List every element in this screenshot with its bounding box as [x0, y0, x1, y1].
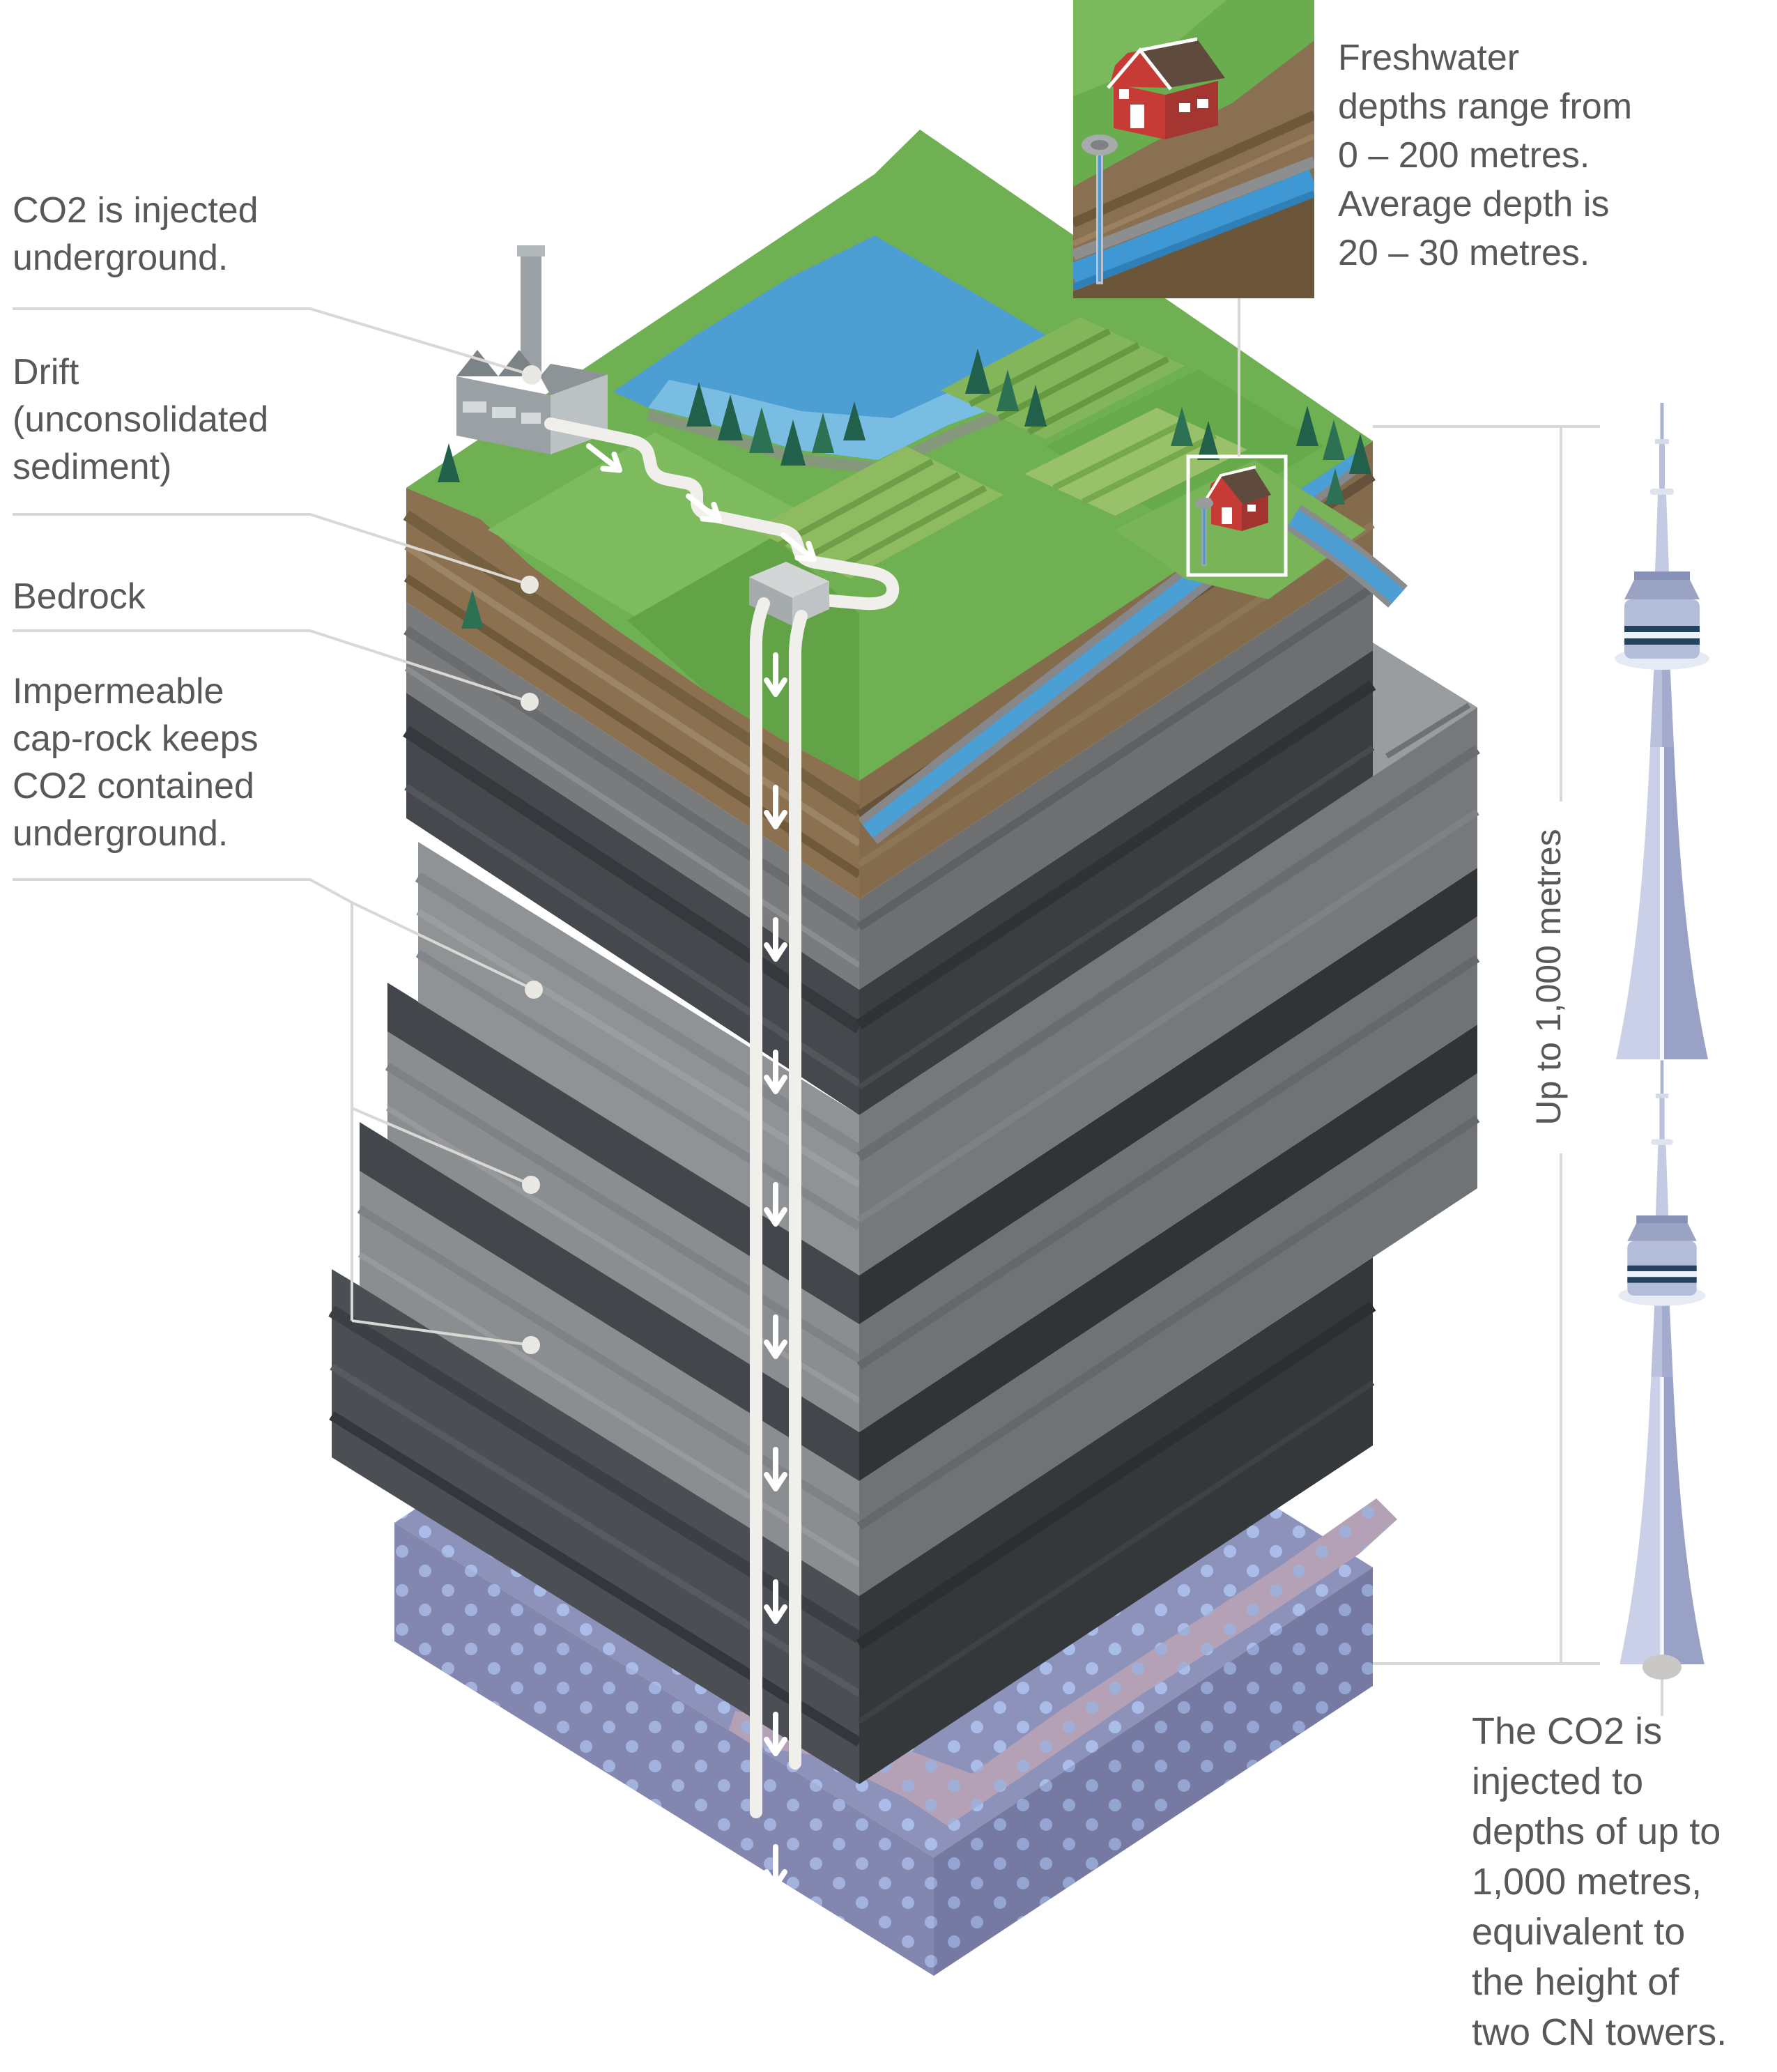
river: [1285, 505, 1408, 608]
label-line: Impermeable: [13, 671, 224, 712]
label-line: 1,000 metres,: [1472, 1861, 1702, 1903]
pipeline: [544, 417, 900, 621]
co2-flow-arrows: [764, 652, 787, 1889]
label-line: (unconsolidated: [13, 399, 269, 440]
leader-lines: [13, 307, 534, 1346]
label-drift: Drift (unconsolidated sediment): [13, 348, 268, 491]
label-line: cap-rock keeps: [13, 719, 259, 759]
label-line: depths of up to: [1472, 1811, 1721, 1852]
label-line: equivalent to: [1472, 1911, 1686, 1953]
cn-tower-1: [1615, 403, 1709, 1059]
label-line: The CO2 is: [1472, 1710, 1663, 1752]
trees: [438, 348, 1371, 629]
rock-layer-1: [385, 916, 1480, 1432]
label-caprock: Impermeable cap-rock keeps CO2 contained…: [13, 668, 259, 857]
inset-well: [1082, 135, 1118, 284]
label-scale: Up to 1,000 metres: [1529, 829, 1568, 1126]
label-depth-note: The CO2 is injected to depths of up to 1…: [1472, 1706, 1727, 2057]
label-line: injected to: [1472, 1760, 1644, 1802]
label-line: Freshwater: [1338, 38, 1520, 78]
label-line: Average depth is: [1338, 184, 1610, 224]
freshwater-inset: [1073, 0, 1314, 456]
label-bedrock: Bedrock: [13, 573, 146, 620]
bedrock-layer-right: [856, 560, 1376, 990]
label-line: the height of: [1472, 1961, 1679, 2003]
label-line: Drift: [13, 352, 79, 392]
caprock-layer-left: [403, 693, 863, 1115]
target-box: [1186, 454, 1288, 577]
label-line: underground.: [13, 813, 229, 854]
label-line: CO2 is injected: [13, 190, 259, 231]
inset-barn: [1107, 37, 1225, 139]
label-line: depths range from: [1338, 86, 1633, 127]
label-line: sediment): [13, 447, 172, 487]
label-line: 0 – 200 metres.: [1338, 135, 1590, 176]
freshwater-well: [1195, 498, 1213, 566]
label-line: CO2 contained: [13, 766, 254, 806]
caprock-layer-right: [856, 650, 1376, 1115]
label-freshwater: Freshwater depths range from 0 – 200 met…: [1338, 33, 1632, 277]
label-line: 20 – 30 metres.: [1338, 233, 1590, 273]
co2-plume: [725, 1498, 1397, 1826]
deep-caprock-block: [328, 1257, 1376, 1784]
label-line: two CN towers.: [1472, 2011, 1728, 2053]
label-co2-injected: CO2 is injected underground.: [13, 187, 259, 282]
leader-dots: [521, 365, 543, 1354]
label-line: underground.: [13, 238, 229, 278]
reservoir-rock-block: [415, 643, 1480, 1275]
pipeline-flow-arrows: [586, 443, 817, 562]
factory: [456, 245, 608, 454]
label-line: Bedrock: [13, 576, 146, 617]
depth-scale-line: [1373, 425, 1663, 1716]
tower-base-dot: [1643, 1655, 1682, 1680]
inset-soil: [1073, 40, 1314, 298]
co2-well-pipes: [750, 597, 808, 1818]
barn: [1205, 466, 1271, 531]
cn-tower-2: [1618, 1060, 1706, 1664]
